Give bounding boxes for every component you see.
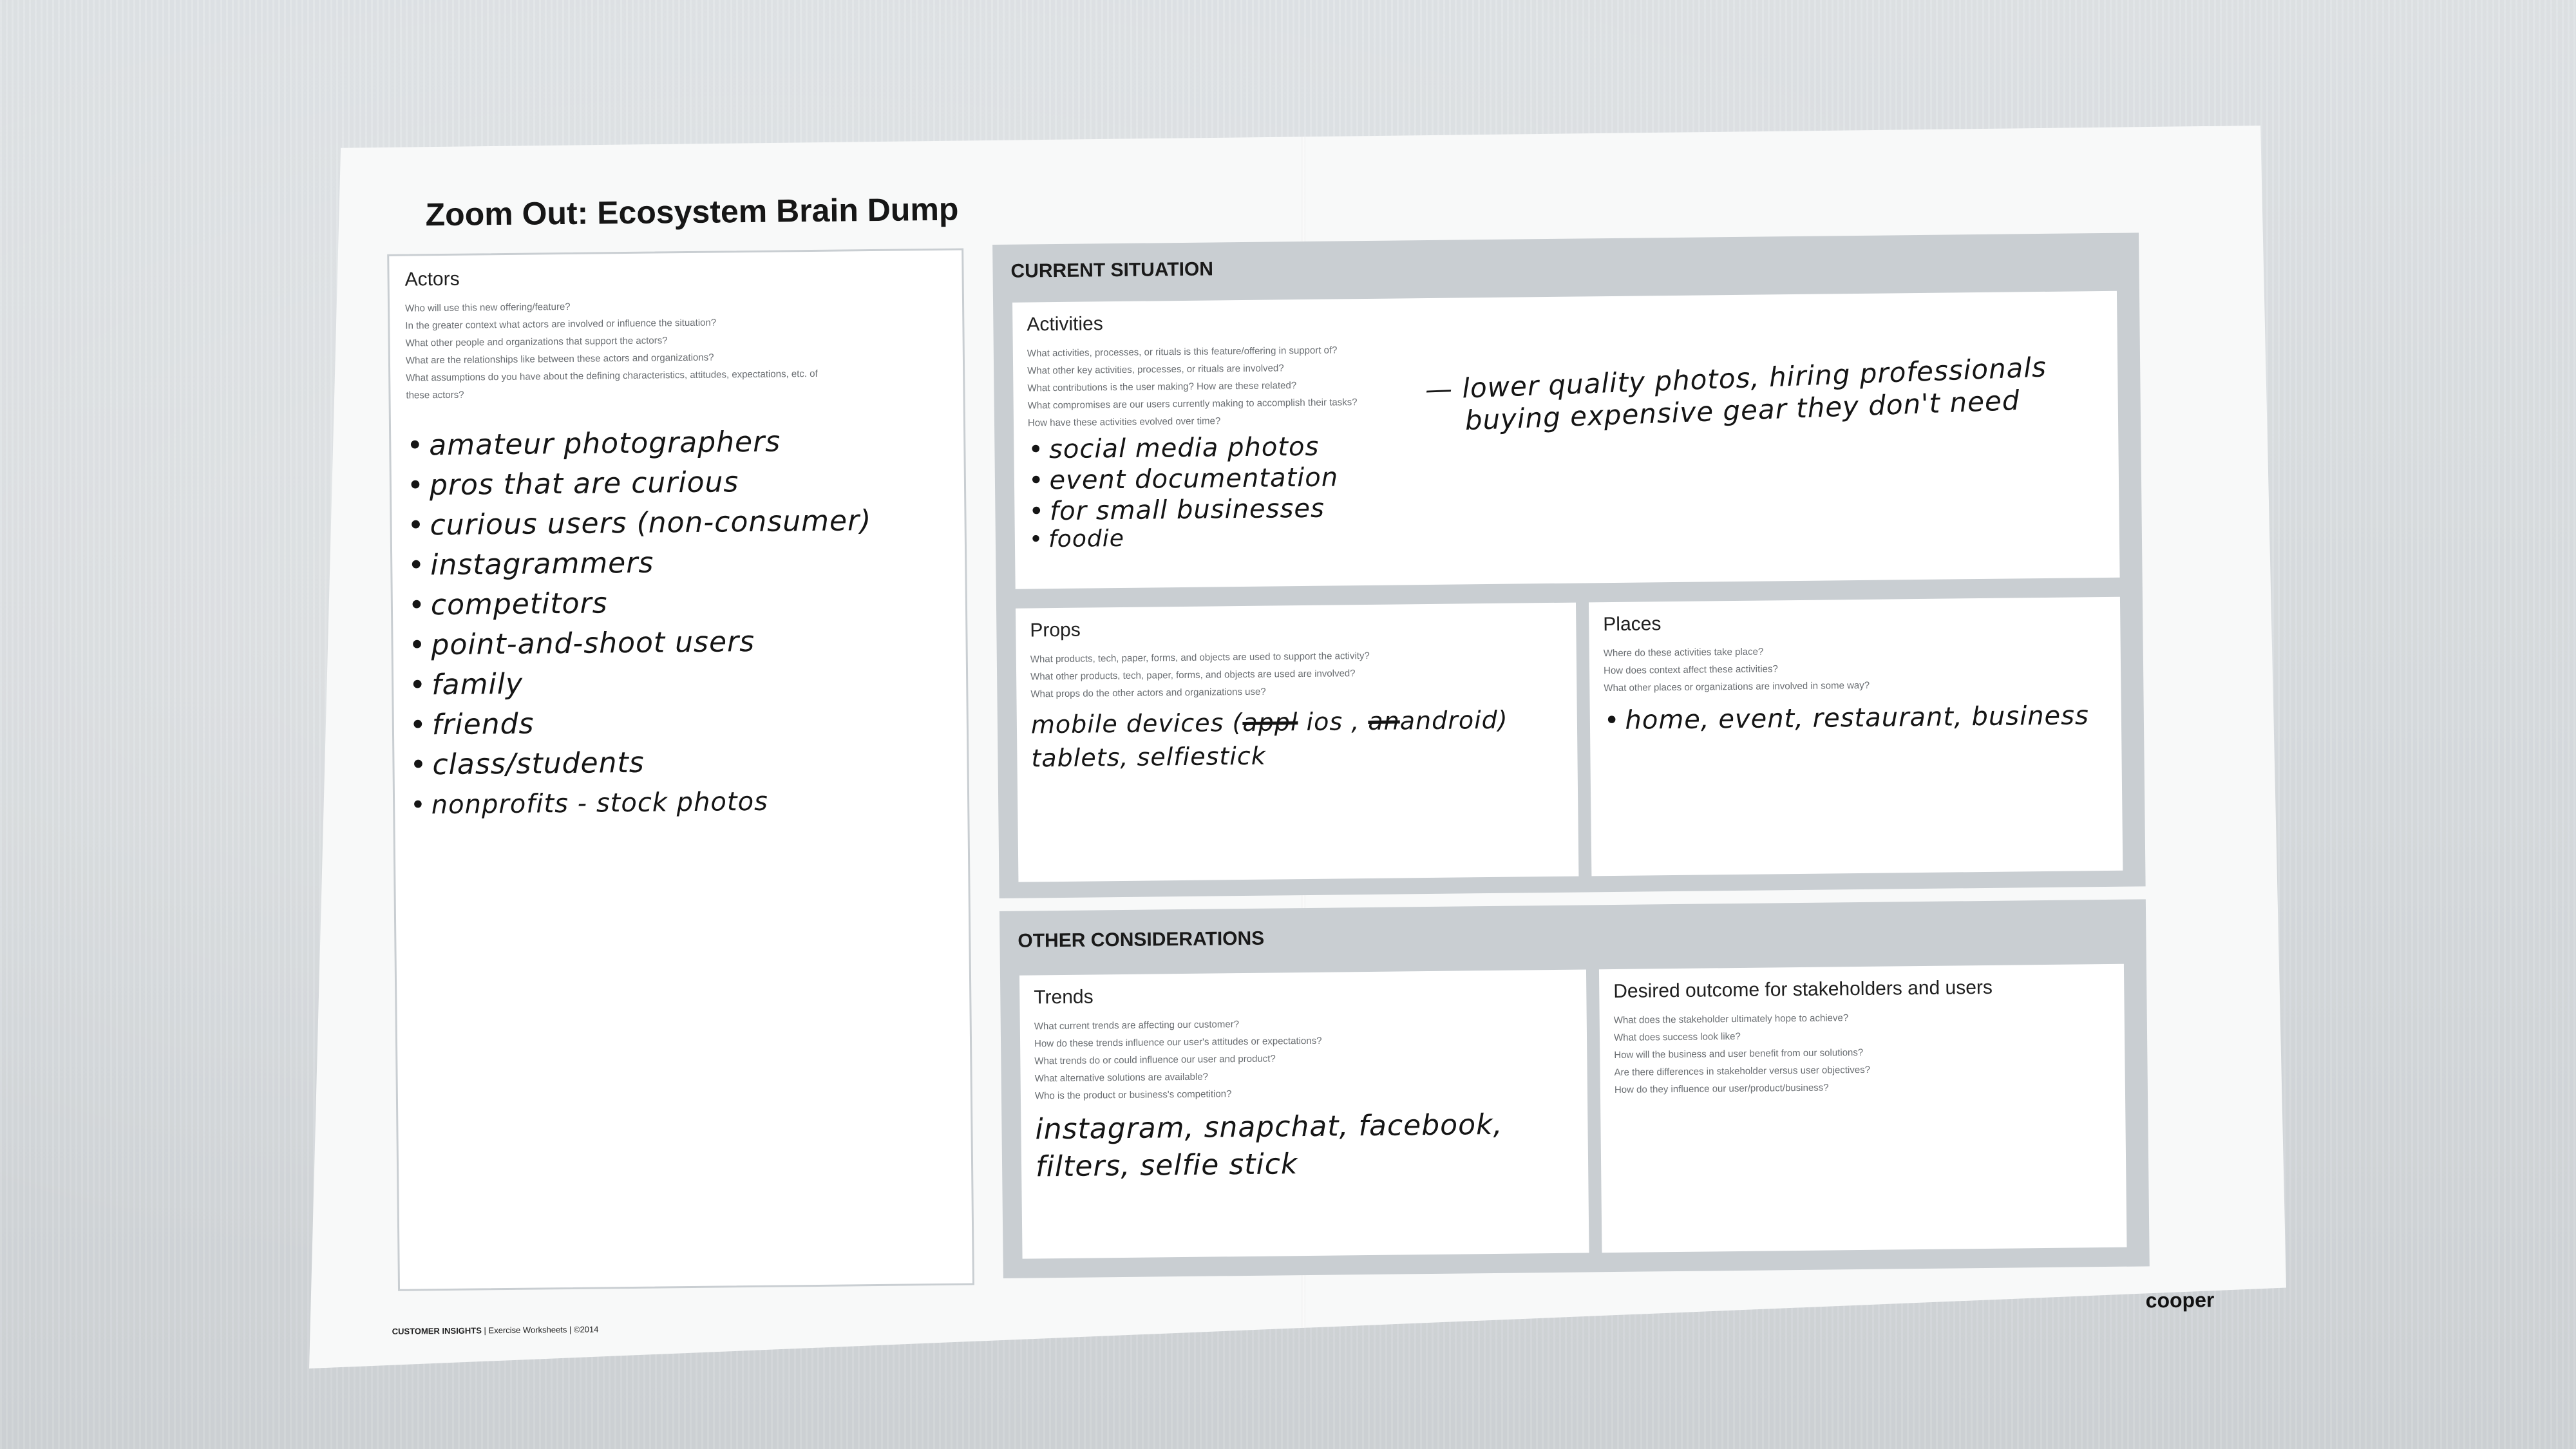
props-note-text: mobile devices ( — [1030, 708, 1243, 739]
trends-note-line: filters, selfie stick — [1035, 1148, 1298, 1184]
actor-note: family — [409, 660, 951, 706]
props-note-line: mobile devices (appl ios , anandroid) — [1031, 703, 1563, 742]
places-panel: Places Where do these activities take pl… — [1588, 596, 2123, 876]
desired-outcome-heading: Desired outcome for stakeholders and use… — [1613, 976, 1993, 1003]
trends-heading: Trends — [1034, 986, 1094, 1009]
activities-panel: Activities What activities, processes, o… — [1012, 290, 2120, 589]
props-note-line: tablets, selfiestick — [1031, 741, 1266, 773]
actor-note: amateur photographers — [406, 421, 949, 466]
actor-note: friends — [410, 700, 952, 746]
actors-heading: Actors — [404, 268, 460, 290]
footer-program: CUSTOMER INSIGHTS — [392, 1325, 482, 1336]
actor-note: point-and-shoot users — [408, 620, 951, 666]
other-considerations-band: OTHER CONSIDERATIONS Trends What current… — [999, 899, 2150, 1278]
desired-outcome-panel: Desired outcome for stakeholders and use… — [1598, 963, 2127, 1253]
activities-handwritten-notes: social media photos event documentation … — [1028, 423, 2105, 553]
actor-note: competitors — [408, 580, 951, 626]
worksheet: Zoom Out: Ecosystem Brain Dump Actors Wh… — [380, 161, 2240, 1346]
actor-note: curious users (non-consumer) — [407, 500, 949, 546]
props-heading: Props — [1030, 619, 1081, 641]
props-note-text: ios , — [1298, 706, 1368, 737]
footer-series: Exercise Worksheets | ©2014 — [488, 1324, 599, 1336]
cooper-logo: cooper — [2145, 1288, 2215, 1312]
props-questions: What products, tech, paper, forms, and o… — [1030, 645, 1563, 703]
props-note-crossed-out: an — [1368, 706, 1400, 735]
current-situation-band: CURRENT SITUATION Activities What activi… — [992, 232, 2146, 898]
places-handwritten-notes: home, event, restaurant, business — [1604, 696, 2108, 741]
worksheet-footer: CUSTOMER INSIGHTS | Exercise Worksheets … — [392, 1325, 599, 1336]
props-panel: Props What products, tech, paper, forms,… — [1016, 602, 1579, 882]
props-handwritten-notes: mobile devices (appl ios , anandroid) ta… — [1031, 703, 1564, 775]
current-situation-heading: CURRENT SITUATION — [1010, 258, 1214, 282]
other-considerations-heading: OTHER CONSIDERATIONS — [1018, 927, 1265, 952]
worksheet-title: Zoom Out: Ecosystem Brain Dump — [425, 191, 959, 233]
trends-panel: Trends What current trends are affecting… — [1019, 969, 1589, 1259]
activities-heading: Activities — [1027, 313, 1103, 336]
props-note-crossed-out: appl — [1242, 708, 1298, 737]
actor-note: nonprofits - stock photos — [410, 780, 952, 826]
places-questions: Where do these activities take place? Ho… — [1604, 639, 2107, 697]
places-heading: Places — [1603, 613, 1662, 636]
actors-question: What assumptions do you have about the d… — [406, 368, 818, 401]
trends-handwritten-notes: instagram, snapchat, facebook, filters, … — [1035, 1106, 1574, 1186]
actor-note: class/students — [410, 740, 952, 786]
desired-outcome-questions: What does the stakeholder ultimately hop… — [1614, 1007, 2111, 1099]
places-note: home, event, restaurant, business — [1604, 696, 2108, 741]
actor-note: pros that are curious — [407, 460, 949, 506]
trends-note-line: instagram, snapchat, facebook, — [1035, 1108, 1503, 1146]
actors-questions: Who will use this new offering/feature? … — [405, 294, 948, 404]
props-note-text: android) — [1399, 705, 1508, 735]
actors-panel: Actors Who will use this new offering/fe… — [387, 248, 975, 1291]
actors-handwritten-notes: amateur photographers pros that are curi… — [406, 421, 952, 826]
actor-note: instagrammers — [408, 540, 950, 586]
trends-questions: What current trends are affecting our cu… — [1034, 1012, 1573, 1105]
